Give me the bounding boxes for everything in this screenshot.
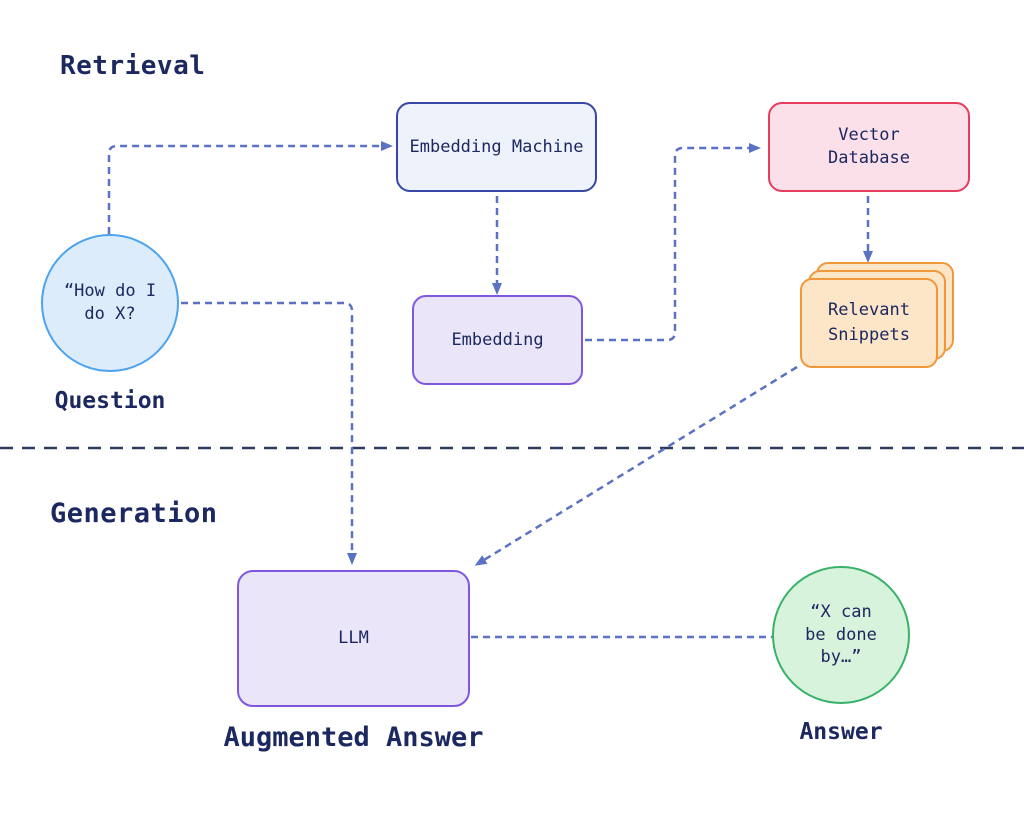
arrow-embedding-to-vector-database bbox=[585, 143, 761, 342]
relevant-snippets-node: Relevant Snippets bbox=[800, 262, 956, 370]
generation-section-title: Generation bbox=[50, 498, 218, 529]
vector-database-node: Vector Database bbox=[768, 102, 970, 192]
arrow-question-to-llm bbox=[181, 301, 357, 565]
embedding-machine-node: Embedding Machine bbox=[396, 102, 597, 192]
question-caption: Question bbox=[54, 388, 166, 414]
answer-node: “X can be done by…” bbox=[772, 566, 910, 704]
snippet-card-front: Relevant Snippets bbox=[800, 278, 938, 368]
llm-node: LLM bbox=[237, 570, 470, 707]
arrow-snippets-to-llm bbox=[474, 365, 798, 566]
augmented-answer-caption: Augmented Answer bbox=[223, 722, 484, 753]
question-node: “How do I do X? bbox=[41, 234, 179, 372]
retrieval-section-title: Retrieval bbox=[60, 51, 206, 81]
answer-caption: Answer bbox=[799, 719, 883, 745]
arrow-question-to-embedding-machine bbox=[107, 141, 393, 234]
embedding-node: Embedding bbox=[412, 295, 583, 385]
